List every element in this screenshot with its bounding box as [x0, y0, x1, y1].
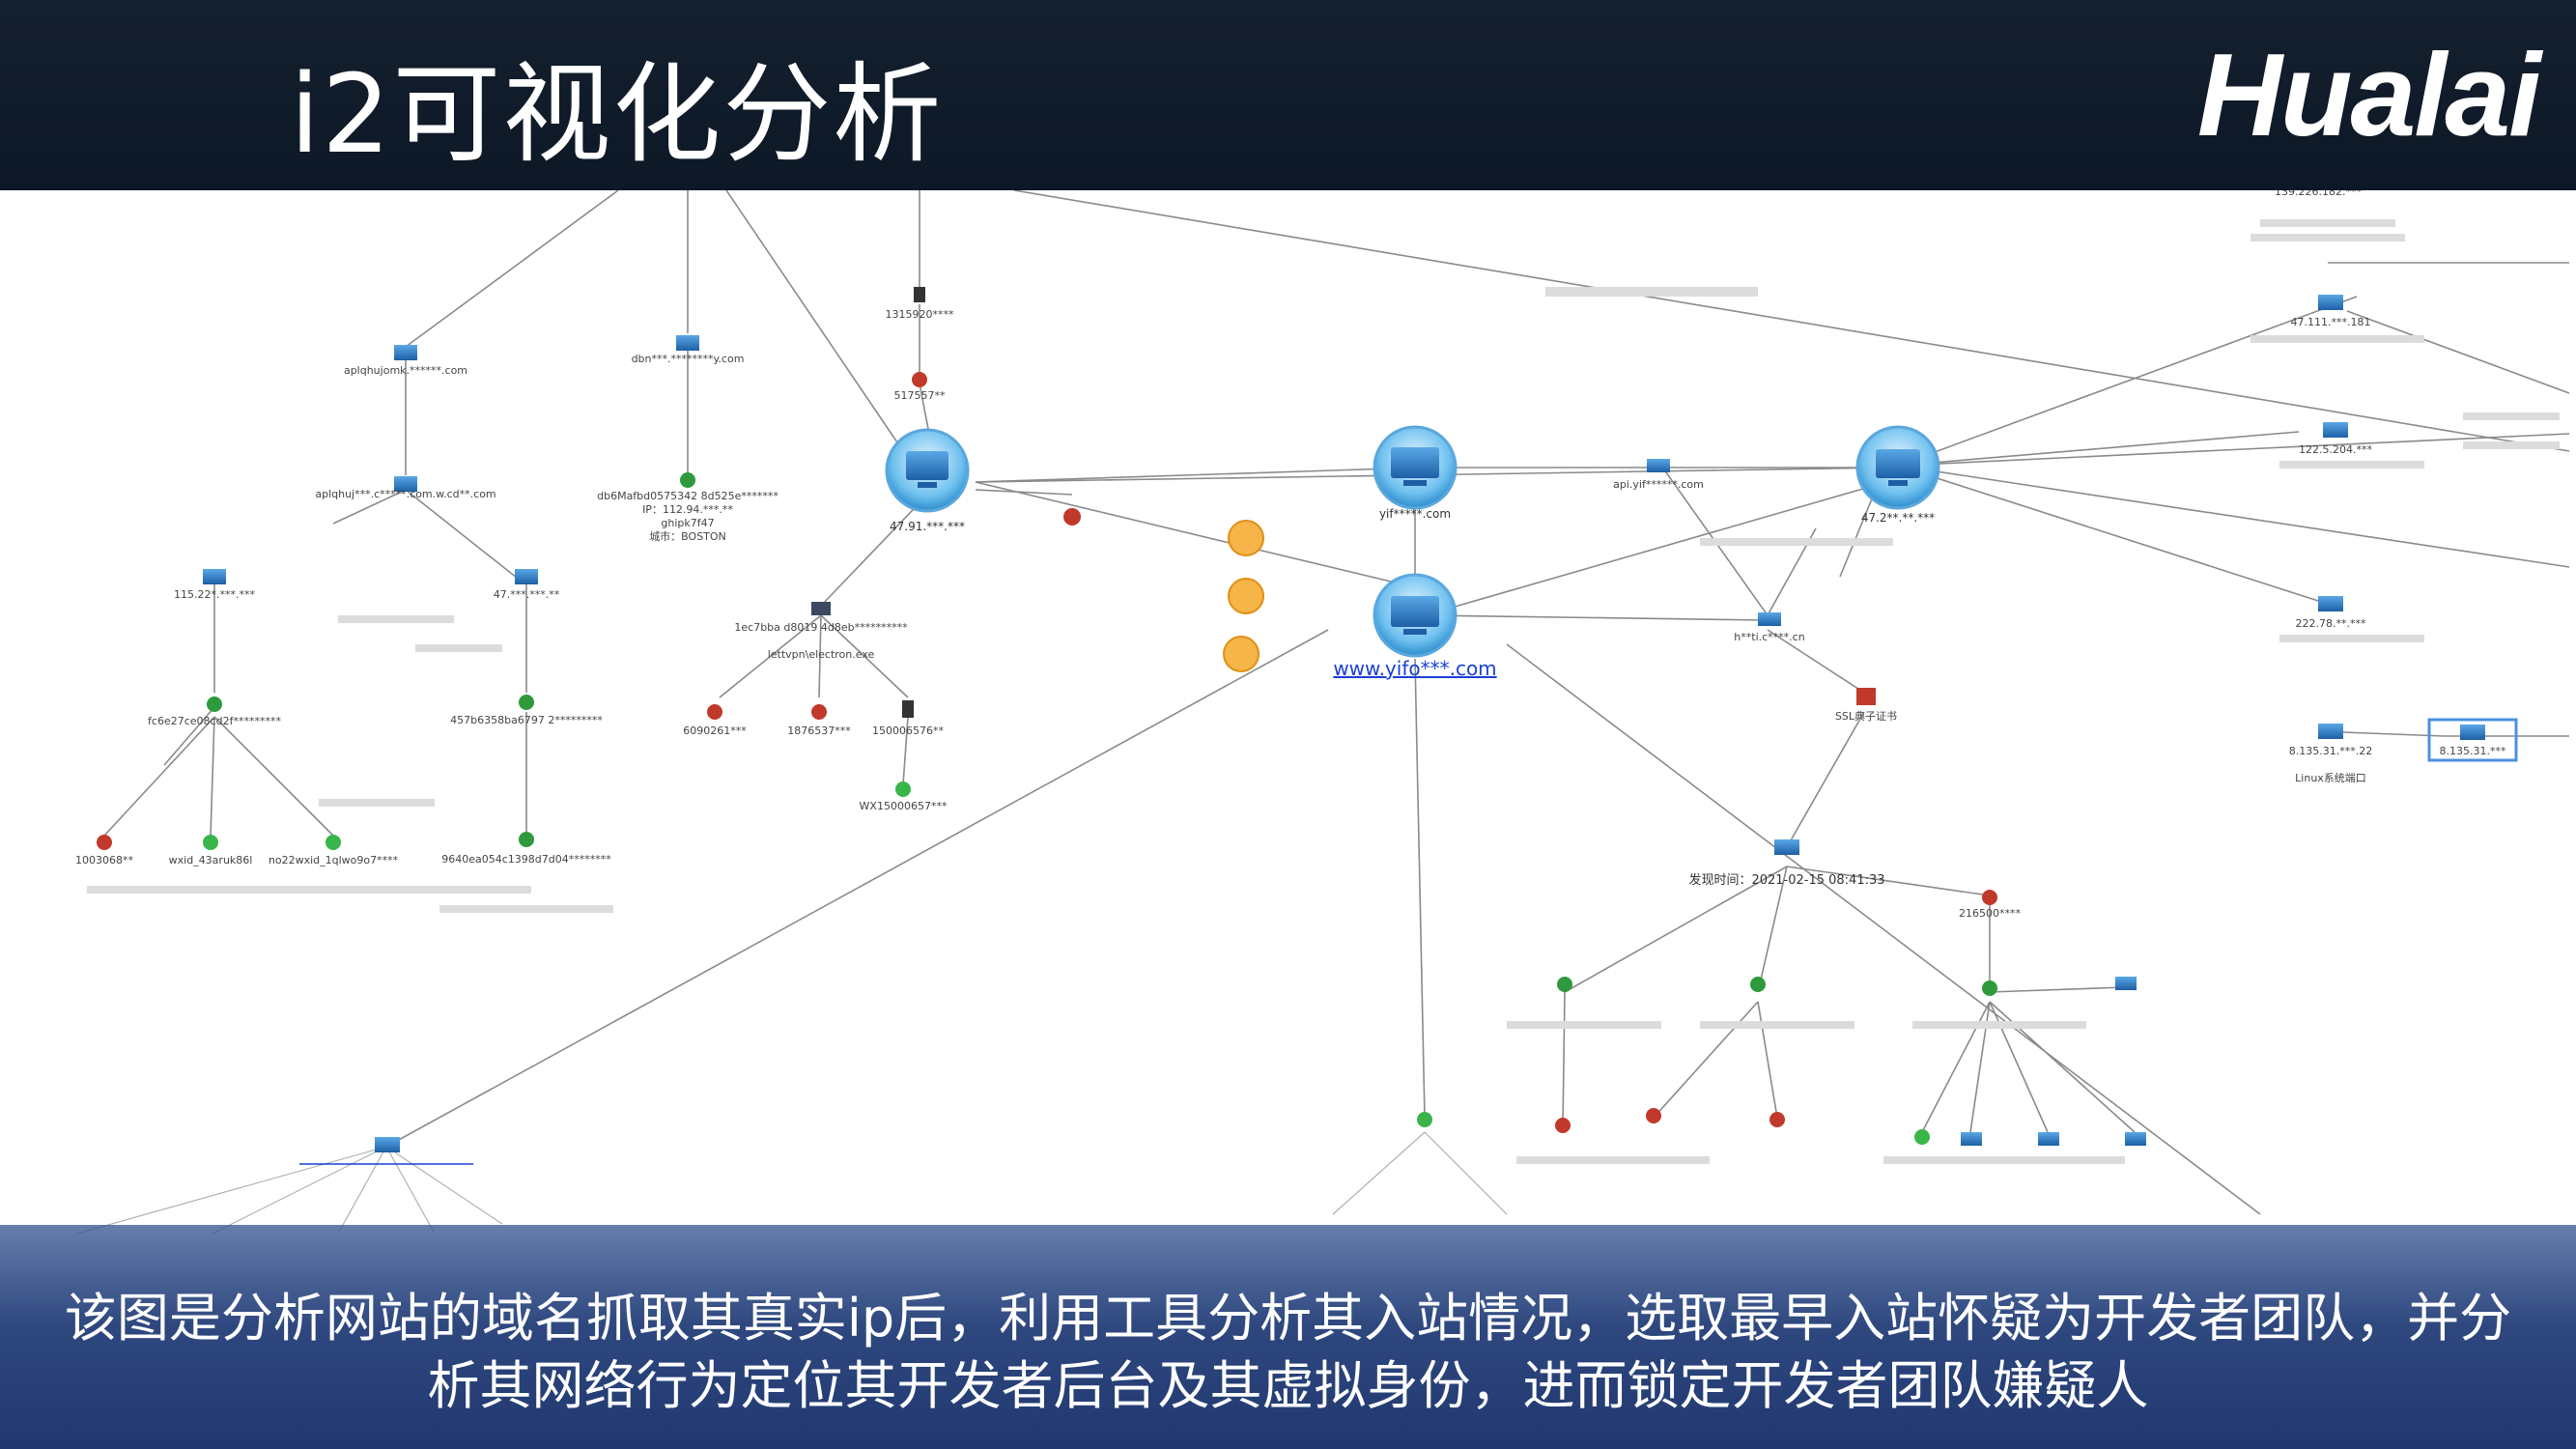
- hub-node-site[interactable]: www.yifo***.com: [1333, 573, 1497, 680]
- node-aplq2[interactable]: aplqhuj***.c*****.com.w.cd**.com: [315, 476, 496, 500]
- node-2165[interactable]: 216500****: [1959, 890, 2021, 920]
- svg-text:122.5.204.***: 122.5.204.***: [2299, 443, 2372, 456]
- caption-text: 该图是分析网站的域名抓取其真实ip后，利用工具分析其入站情况，选取最早入站怀疑为…: [0, 1285, 2576, 1420]
- svg-text:aplqhujomk.******.com: aplqhujomk.******.com: [344, 364, 467, 377]
- node-fc6e[interactable]: fc6e27ce08cd2f*********: [148, 696, 281, 727]
- bottom-left-node: [299, 1137, 473, 1165]
- svg-text:Linux系统端口: Linux系统端口: [2295, 772, 2366, 784]
- slide-title: i2可视化分析: [290, 52, 944, 178]
- svg-text:222.78.**.***: 222.78.**.***: [2296, 617, 2366, 630]
- svg-text:fc6e27ce08cd2f*********: fc6e27ce08cd2f*********: [148, 715, 281, 727]
- caption-banner: [0, 1225, 2576, 1449]
- svg-text:47.111.***.181: 47.111.***.181: [2291, 316, 2371, 328]
- svg-text:WX15000657***: WX15000657***: [860, 800, 948, 812]
- svg-text:517557**: 517557**: [894, 389, 946, 402]
- svg-text:SSL典子证书: SSL典子证书: [1835, 709, 1897, 723]
- svg-text:wxid_43aruk86l: wxid_43aruk86l: [169, 854, 253, 867]
- node-5175[interactable]: 517557**: [894, 372, 946, 402]
- faint-labels: [87, 219, 2560, 1164]
- svg-text:8.135.31.***: 8.135.31.***: [2440, 745, 2506, 757]
- graph-edges: [76, 190, 2570, 1235]
- link-analysis-graph: 47.91.***.*** yif*****.com www.yifo***.c…: [75, 190, 2570, 1235]
- node-dbn[interactable]: dbn***.********y.com: [632, 335, 745, 365]
- node-ip139[interactable]: 139.226.182.***: [2275, 190, 2362, 198]
- node-wx15[interactable]: WX15000657***: [860, 781, 948, 812]
- svg-text:216500****: 216500****: [1959, 907, 2021, 920]
- node-1500[interactable]: 150006576**: [872, 700, 944, 737]
- bottom-right-leaves: [1417, 977, 2146, 1146]
- slide-header: i2可视化分析 Hualai: [0, 0, 2576, 190]
- svg-text:no22wxid_1qlwo9o7****: no22wxid_1qlwo9o7****: [269, 854, 399, 867]
- svg-text:1315920****: 1315920****: [886, 308, 954, 321]
- svg-text:8.135.31.***.22: 8.135.31.***.22: [2289, 745, 2372, 757]
- svg-text:dbn***.********y.com: dbn***.********y.com: [632, 353, 745, 365]
- hub-node-right[interactable]: 47.2**.**.***: [1855, 425, 1940, 525]
- svg-text:lettvpn\electron.exe: lettvpn\electron.exe: [768, 648, 875, 661]
- svg-text:h**ti.c****.cn: h**ti.c****.cn: [1734, 631, 1804, 643]
- svg-text:1876537***: 1876537***: [787, 724, 851, 737]
- svg-text:47.***.***.**: 47.***.***.**: [494, 588, 560, 601]
- node-ip8135a[interactable]: 8.135.31.***.22 Linux系统端口: [2289, 724, 2372, 784]
- hub-left-label: 47.91.***.***: [890, 520, 965, 533]
- hub-node-mid[interactable]: yif*****.com: [1373, 425, 1458, 521]
- svg-text:ghipk7f47: ghipk7f47: [661, 517, 714, 529]
- node-1003[interactable]: 1003068**: [75, 835, 133, 867]
- svg-text:发现时间：2021-02-15 08:41:33: 发现时间：2021-02-15 08:41:33: [1688, 872, 1884, 888]
- node-ip115[interactable]: 115.22*.***.***: [174, 569, 255, 601]
- svg-text:6090261***: 6090261***: [683, 724, 747, 737]
- hub-right-label: 47.2**.**.***: [1861, 511, 1935, 525]
- svg-text:457b6358ba6797 2*********: 457b6358ba6797 2*********: [450, 714, 603, 726]
- svg-text:1003068**: 1003068**: [75, 854, 133, 867]
- node-db6[interactable]: db6Mafbd0575342 8d525e******* IP：112.94.…: [597, 472, 778, 543]
- svg-text:150006576**: 150006576**: [872, 724, 944, 737]
- svg-text:139.226.182.***: 139.226.182.***: [2275, 190, 2362, 198]
- node-ip1112[interactable]: 47.111.***.181: [2291, 295, 2371, 328]
- svg-text:115.22*.***.***: 115.22*.***.***: [174, 588, 255, 601]
- svg-text:城市：BOSTON: 城市：BOSTON: [649, 529, 726, 543]
- caption-line-1: 该图是分析网站的域名抓取其真实ip后，利用工具分析其入站情况，选取最早入站怀疑为…: [64, 1288, 2512, 1349]
- svg-text:9640ea054c1398d7d04********: 9640ea054c1398d7d04********: [441, 853, 611, 866]
- node-box-icons: [1223, 520, 1264, 672]
- hub-mid-label: yif*****.com: [1379, 507, 1451, 521]
- hub-node-left[interactable]: 47.91.***.***: [885, 428, 970, 533]
- hualai-logo: Hualai: [2196, 29, 2541, 160]
- svg-text:db6Mafbd0575342 8d525e*******: db6Mafbd0575342 8d525e*******: [597, 490, 778, 502]
- node-wxid1[interactable]: wxid_43aruk86l: [169, 835, 253, 867]
- node-wxid2[interactable]: no22wxid_1qlwo9o7****: [269, 835, 399, 867]
- node-1ec7[interactable]: 1ec7bba d8019 4d8eb********** lettvpn\el…: [734, 602, 908, 661]
- node-6090[interactable]: 6090261***: [683, 704, 747, 737]
- node-aplq1[interactable]: aplqhujomk.******.com: [344, 345, 467, 377]
- node-hti[interactable]: h**ti.c****.cn: [1734, 612, 1805, 643]
- node-ip222[interactable]: 222.78.**.***: [2296, 596, 2366, 630]
- node-ip8135b[interactable]: 8.135.31.***: [2427, 718, 2518, 762]
- caption-line-2: 析其网络行为定位其开发者后台及其虚拟身份，进而锁定开发者团队嫌疑人: [427, 1355, 2149, 1416]
- node-ip122[interactable]: 122.5.204.***: [2299, 422, 2372, 456]
- node-9640[interactable]: 9640ea054c1398d7d04********: [441, 832, 611, 866]
- svg-text:IP：112.94.***.**: IP：112.94.***.**: [642, 503, 733, 516]
- node-time[interactable]: 发现时间：2021-02-15 08:41:33: [1688, 839, 1885, 888]
- svg-text:1ec7bba d8019 4d8eb**********: 1ec7bba d8019 4d8eb**********: [734, 621, 908, 634]
- node-ssl[interactable]: SSL典子证书: [1835, 688, 1897, 723]
- node-1876[interactable]: 1876537***: [787, 704, 851, 737]
- svg-text:aplqhuj***.c*****.com.w.cd**.c: aplqhuj***.c*****.com.w.cd**.com: [315, 488, 495, 500]
- node-person-red[interactable]: [1063, 508, 1081, 526]
- hub-site-label: www.yifo***.com: [1333, 657, 1496, 680]
- node-api[interactable]: api.yif******.com: [1613, 459, 1704, 491]
- node-ip47[interactable]: 47.***.***.**: [494, 569, 560, 601]
- node-457b[interactable]: 457b6358ba6797 2*********: [450, 695, 603, 726]
- svg-text:api.yif******.com: api.yif******.com: [1613, 478, 1704, 491]
- node-1315[interactable]: 1315920****: [886, 287, 954, 321]
